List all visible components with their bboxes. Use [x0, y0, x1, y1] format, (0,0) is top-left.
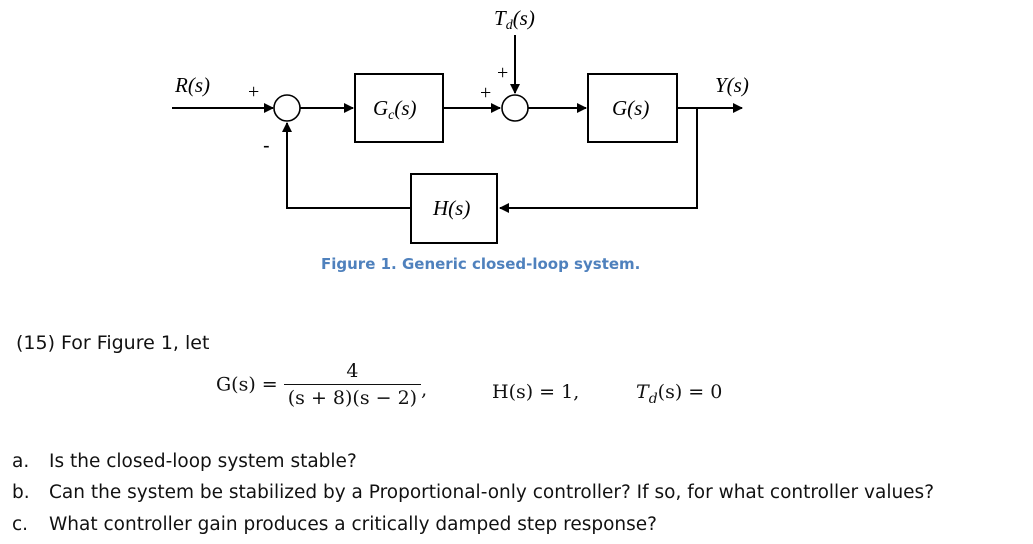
question-label: c.: [12, 514, 29, 535]
td-rest: (s) = 0: [657, 381, 723, 403]
figure-caption: Figure 1. Generic closed-loop system.: [321, 255, 641, 273]
question-label: a.: [12, 451, 30, 472]
g-equation: G(s) = 4 (s + 8)(s − 2) ,: [216, 360, 427, 409]
question-text: Can the system be stabilized by a Propor…: [49, 482, 935, 503]
input-label: R(s): [174, 73, 210, 97]
td-subscript: d: [648, 390, 658, 407]
g-denominator: (s + 8)(s − 2): [283, 384, 422, 409]
sum2-plus-sign-top: +: [497, 62, 508, 84]
plant-block: [587, 73, 678, 143]
td-equation: Td(s) = 0: [636, 381, 722, 407]
g-comma: ,: [421, 378, 428, 401]
sum1-minus-sign: -: [263, 135, 270, 157]
question-a: a. Is the closed-loop system stable?: [12, 451, 357, 472]
disturbance-label: Td(s): [494, 6, 535, 33]
question-label: b.: [12, 482, 30, 503]
plant-label: G(s): [612, 96, 649, 120]
h-equation: H(s) = 1,: [492, 381, 580, 403]
td-symbol: T: [636, 381, 649, 403]
summing-junction-1: [273, 94, 301, 122]
controller-block: [354, 73, 444, 143]
summing-junction-2: [501, 94, 529, 122]
feedback-label: H(s): [432, 196, 470, 220]
output-label: Y(s): [715, 73, 749, 97]
g-lhs: G(s) =: [216, 373, 278, 396]
sum1-plus-sign: +: [248, 81, 259, 103]
question-text: What controller gain produces a critical…: [49, 514, 657, 535]
g-numerator: 4: [346, 360, 359, 382]
problem-intro: (15) For Figure 1, let: [16, 332, 210, 354]
feedback-path-left: [282, 122, 411, 209]
question-b: b. Can the system be stabilized by a Prop…: [12, 482, 934, 503]
feedback-path-right: [499, 108, 698, 213]
block-diagram: R(s) Y(s) Td(s) Gc(s) G(s) H(s) + - + +: [172, 6, 749, 244]
controller-label: Gc(s): [373, 96, 417, 123]
sum2-plus-sign-left: +: [480, 82, 491, 104]
question-text: Is the closed-loop system stable?: [49, 451, 357, 472]
g-fraction: 4 (s + 8)(s − 2): [283, 360, 422, 409]
question-c: c. What controller gain produces a critic…: [12, 514, 657, 535]
